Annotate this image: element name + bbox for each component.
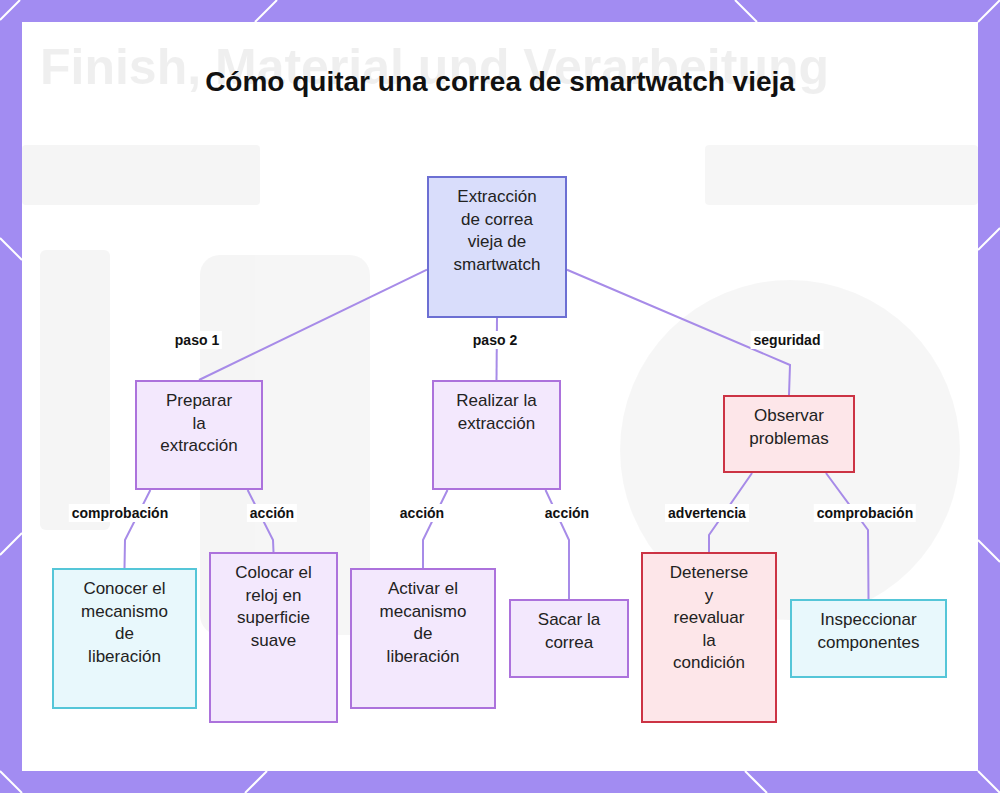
edge-label: comprobación [69, 504, 171, 522]
text-group: Preparar la extracción [159, 382, 239, 458]
text-group: Realizar la extracción [442, 382, 552, 435]
edge-label: advertencia [665, 504, 749, 522]
check-box: Inspeccionar componentes [790, 599, 947, 678]
connector-line [423, 490, 447, 568]
node-text: Conocer el mecanismo de liberación [77, 570, 172, 668]
step-box: Realizar la extracción [432, 380, 561, 490]
edge-label: seguridad [751, 331, 824, 349]
action-box: Activar el mecanismo de liberación [350, 568, 496, 709]
connector-line [199, 270, 427, 380]
node-text: Colocar el reloj en superficie suave [229, 554, 319, 652]
text-group: Sacar la correa [524, 601, 614, 654]
node-text: Preparar la extracción [159, 382, 239, 458]
node-text: Sacar la correa [524, 601, 614, 654]
text-group: Detenerse y reevaluar la condición [668, 554, 750, 675]
node-text: Inspeccionar componentes [809, 601, 929, 654]
text-group: Extracción de correa vieja de smartwatch [449, 178, 545, 276]
action-box: Sacar la correa [509, 599, 629, 678]
node-text: Observar problemas [739, 397, 839, 450]
edge-label: acción [247, 504, 297, 522]
faded-background [22, 145, 978, 635]
node-text: Realizar la extracción [442, 382, 552, 435]
check-box: Conocer el mecanismo de liberación [52, 568, 197, 709]
connector [826, 473, 869, 599]
connector [423, 490, 447, 568]
text-group: Colocar el reloj en superficie suave [229, 554, 319, 652]
node-text: Activar el mecanismo de liberación [376, 570, 471, 668]
connector [125, 490, 151, 568]
connector-line [125, 490, 151, 568]
text-group: Activar el mecanismo de liberación [376, 570, 471, 668]
text-group: Observar problemas [739, 397, 839, 450]
node-text: Detenerse y reevaluar la condición [668, 554, 750, 675]
action-box: Colocar el reloj en superficie suave [209, 552, 338, 723]
connector-line [826, 473, 869, 599]
edge-label: paso 1 [172, 331, 222, 349]
edge-label: paso 2 [470, 331, 520, 349]
node-text: Extracción de correa vieja de smartwatch [449, 178, 545, 276]
safety-box: Observar problemas [723, 395, 855, 473]
connector [199, 270, 427, 380]
connector-line [496, 318, 499, 380]
edge-label: acción [397, 504, 447, 522]
text-group: Inspeccionar componentes [809, 601, 929, 654]
diagram-title: Cómo quitar una correa de smartwatch vie… [200, 63, 800, 101]
root-box: Extracción de correa vieja de smartwatch [427, 176, 567, 318]
edge-label: acción [542, 504, 592, 522]
connector [496, 318, 498, 380]
edge-label: comprobación [814, 504, 916, 522]
step-box: Preparar la extracción [135, 380, 263, 490]
text-group: Conocer el mecanismo de liberación [77, 570, 172, 668]
warning-box: Detenerse y reevaluar la condición [641, 552, 777, 723]
